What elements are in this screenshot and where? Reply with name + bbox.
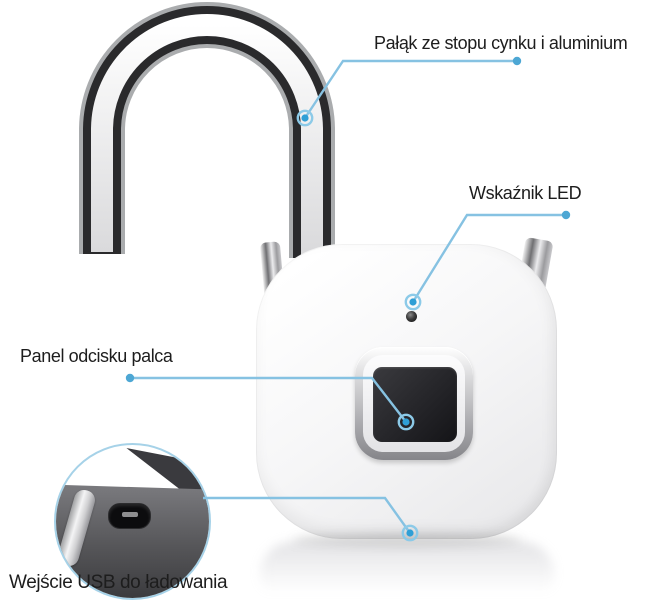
label-fingerprint: Panel odcisku palca — [20, 346, 173, 366]
callout-dot-shackle — [512, 56, 522, 66]
marker-fingerprint — [397, 413, 415, 431]
label-usb: Wejście USB do ładowania — [9, 572, 228, 593]
usb-detail-inset — [54, 443, 211, 600]
fingerprint-sensor-panel — [373, 367, 457, 442]
marker-led — [404, 293, 422, 311]
callout-line-led — [411, 213, 566, 303]
callout-dot-fingerprint — [125, 373, 135, 383]
led-indicator — [406, 311, 417, 322]
marker-usb — [401, 524, 419, 542]
usb-port — [108, 503, 151, 529]
callout-line-shackle — [304, 59, 517, 119]
callout-line-fingerprint — [130, 376, 407, 423]
callout-dot-led — [561, 210, 571, 220]
shackle-tube — [79, 2, 335, 258]
body-reflection — [260, 542, 554, 606]
marker-shackle — [296, 109, 314, 127]
fingerprint-sensor-bezel — [355, 347, 473, 460]
label-led: Wskaźnik LED — [469, 183, 582, 203]
padlock-body — [256, 244, 557, 539]
callout-line-usb — [203, 496, 411, 534]
usb-port-contact — [122, 512, 138, 517]
label-shackle: Pałąk ze stopu cynku i aluminium — [374, 33, 628, 53]
